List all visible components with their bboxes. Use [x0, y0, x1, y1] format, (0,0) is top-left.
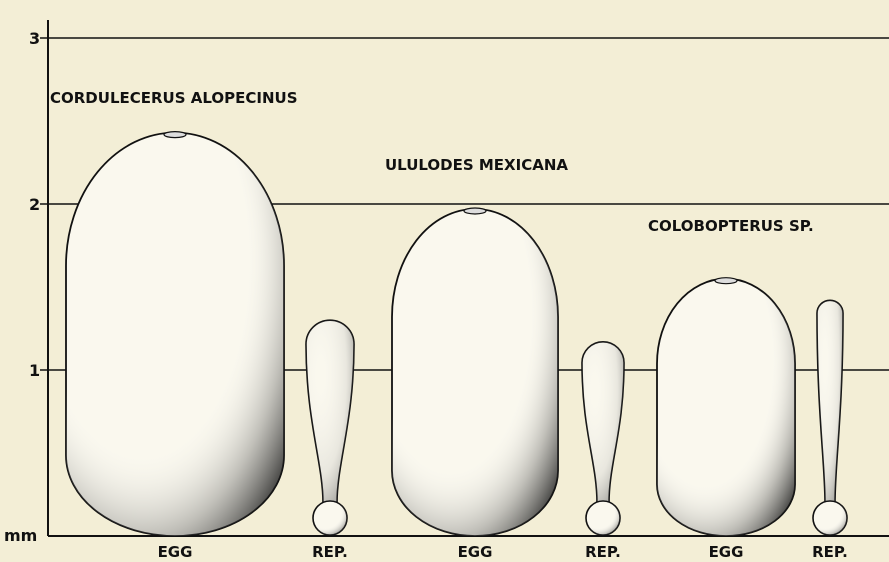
egg-caption: EGG — [458, 543, 493, 561]
repletum-caption: REP. — [812, 543, 848, 561]
species-name: COLOBOPTERUS SP. — [648, 217, 814, 235]
specimen-group: ULULODES MEXICANA — [385, 156, 624, 536]
egg-caption: EGG — [709, 543, 744, 561]
repletum-knob-shading — [586, 501, 620, 535]
specimen-group: CORDULECERUS ALOPECINUS — [50, 89, 354, 536]
egg-shading — [657, 279, 795, 536]
egg-shading — [66, 133, 284, 536]
egg-caption: EGG — [158, 543, 193, 561]
repletum-caption: REP. — [312, 543, 348, 561]
egg-shading — [392, 209, 558, 536]
repletum-shading — [306, 320, 354, 503]
repletum-shading — [817, 300, 843, 503]
scale-tick-label: 3 — [29, 29, 40, 48]
scale-tick-label: 2 — [29, 195, 40, 214]
micropyle — [464, 208, 486, 214]
scale-tick-label: 1 — [29, 361, 40, 380]
species-name: CORDULECERUS ALOPECINUS — [50, 89, 298, 107]
repletum-knob-shading — [313, 501, 347, 535]
repletum-knob-shading — [813, 501, 847, 535]
micropyle — [715, 278, 737, 284]
repletum-shading — [582, 342, 624, 503]
micropyle — [164, 132, 186, 138]
species-name: ULULODES MEXICANA — [385, 156, 568, 174]
unit-label: mm — [4, 526, 37, 545]
repletum-caption: REP. — [585, 543, 621, 561]
specimen-group: COLOBOPTERUS SP. — [648, 217, 847, 536]
